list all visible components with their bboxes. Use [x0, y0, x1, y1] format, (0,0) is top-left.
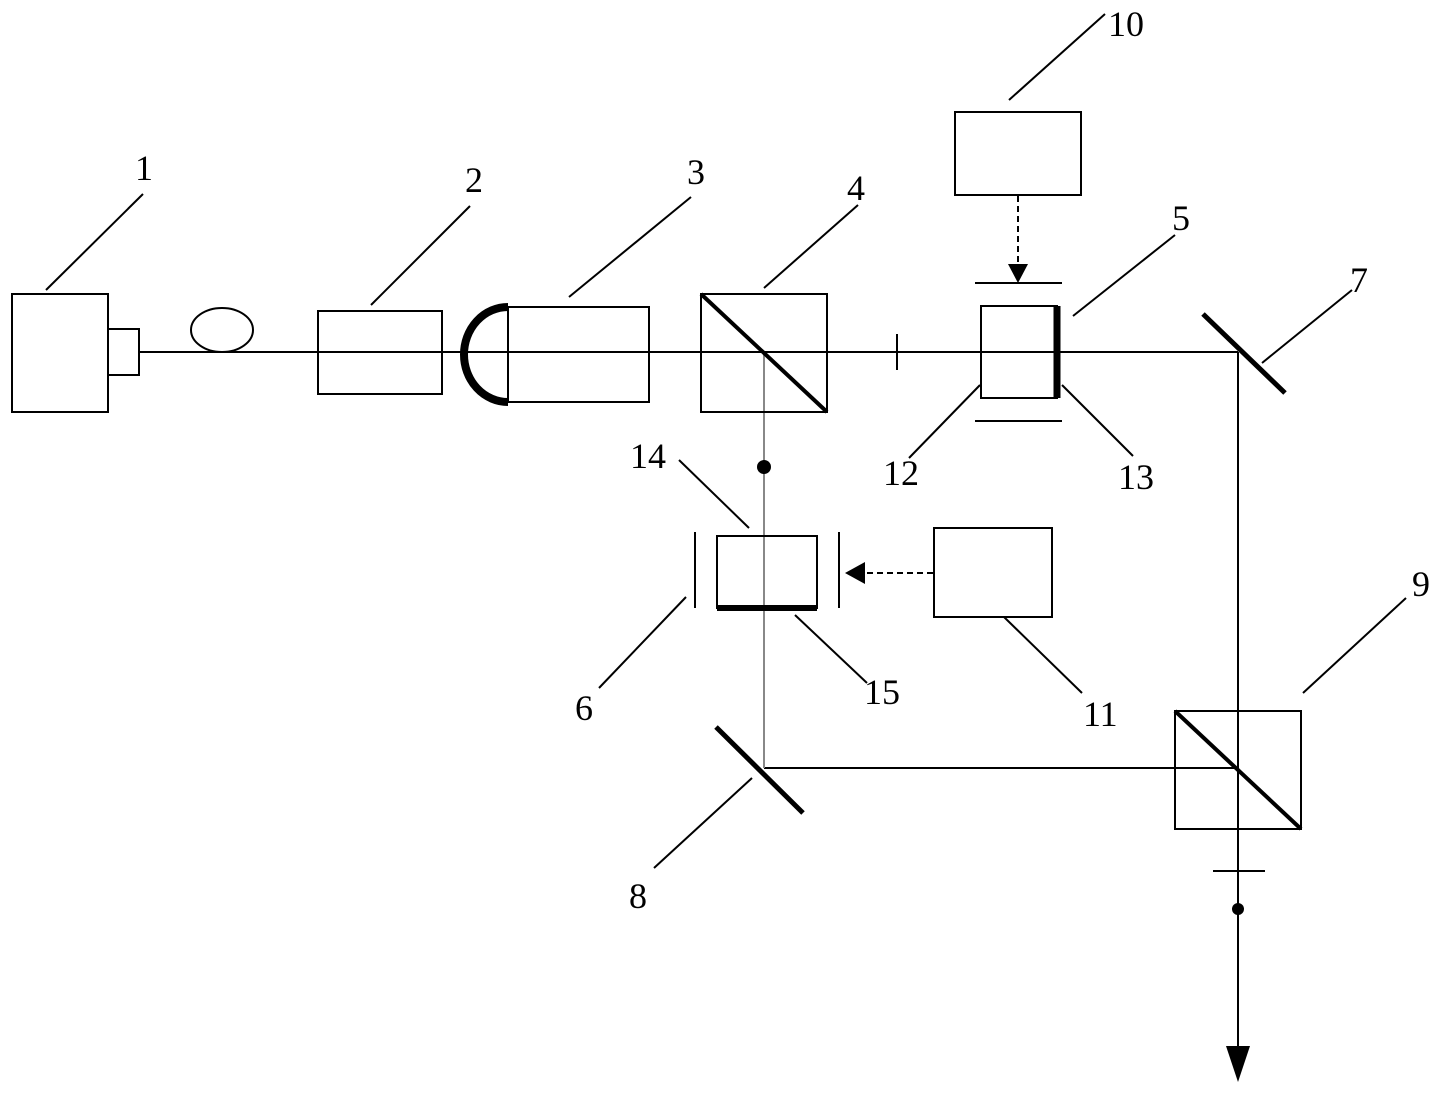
controller-11-box: [934, 528, 1052, 617]
label-10: 10: [1108, 4, 1144, 44]
label-9: 9: [1412, 564, 1430, 604]
label-1: 1: [135, 148, 153, 188]
polarization-dot-output: [1232, 903, 1244, 915]
collimator-lens: [464, 307, 649, 402]
arrowhead-11: [845, 562, 865, 584]
label-6: 6: [575, 688, 593, 728]
label-8: 8: [629, 876, 647, 916]
label-11: 11: [1083, 694, 1118, 734]
label-14: 14: [630, 436, 666, 476]
label-5: 5: [1172, 198, 1190, 238]
light-source: [12, 294, 139, 412]
label-12: 12: [883, 453, 919, 493]
arrowhead-10: [1008, 264, 1028, 283]
number-labels: 1 2 3 4 5 6 7 8 9 10 11 12 13 14 15: [135, 4, 1430, 916]
fiber-loop: [191, 308, 253, 352]
label-15: 15: [864, 672, 900, 712]
label-4: 4: [847, 168, 865, 208]
output-arrowhead: [1226, 1046, 1250, 1082]
label-3: 3: [687, 152, 705, 192]
label-7: 7: [1350, 260, 1368, 300]
controller-10-box: [955, 112, 1081, 195]
polarization-dot-upper: [757, 460, 771, 474]
beam-paths: [140, 352, 1238, 1052]
sample-cell-6: [695, 532, 839, 608]
label-13: 13: [1118, 457, 1154, 497]
label-2: 2: [465, 160, 483, 200]
